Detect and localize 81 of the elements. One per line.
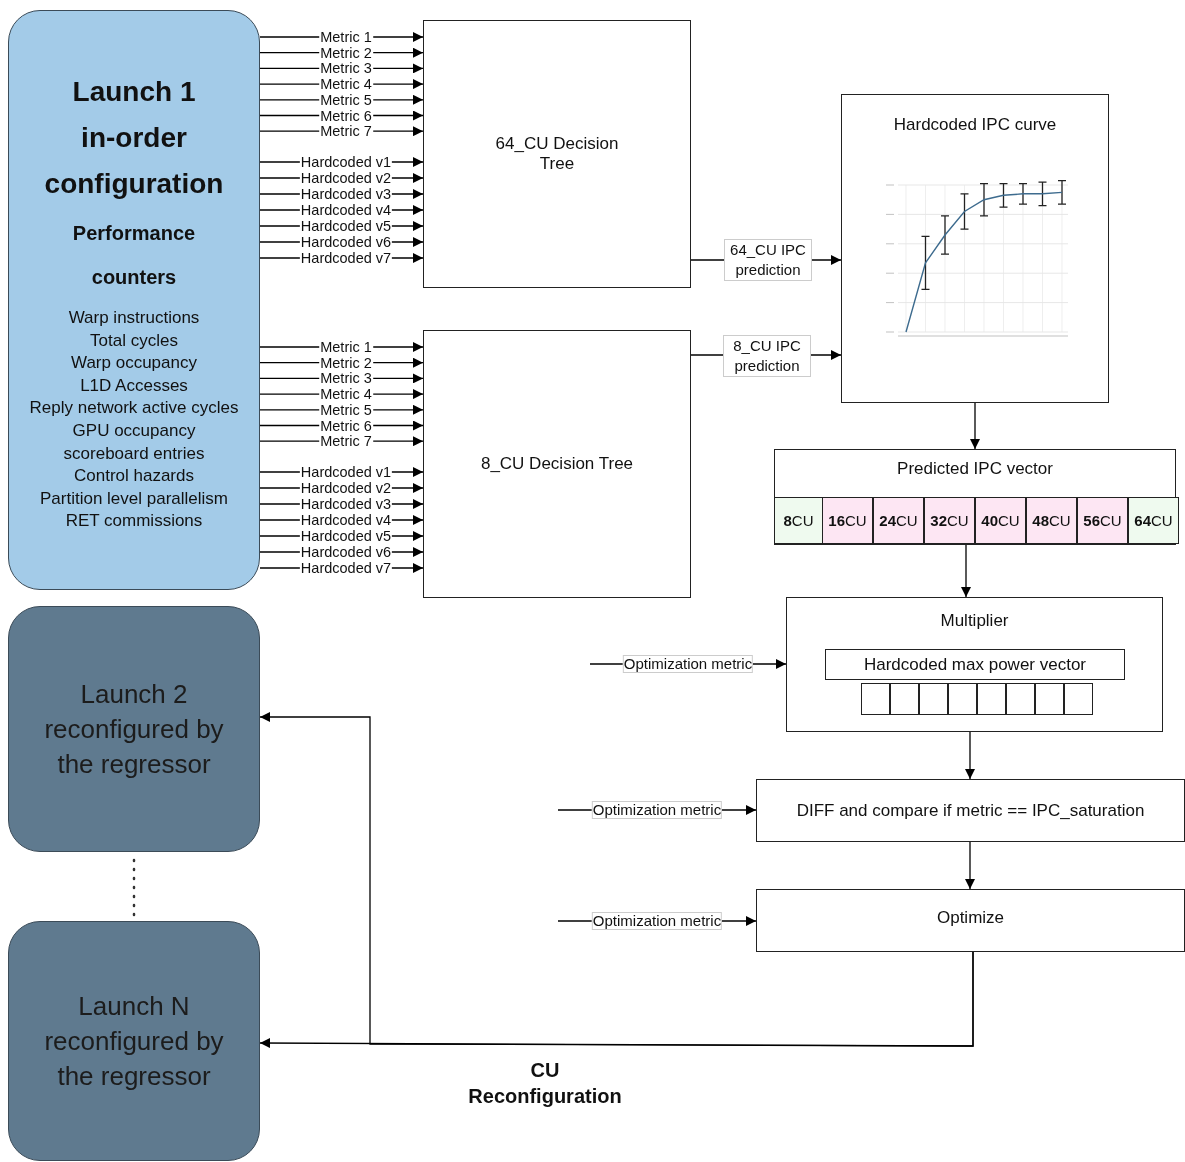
edge-label: Hardcoded v7: [299, 251, 393, 265]
vector-cell: 32CU: [924, 497, 975, 544]
list-item: Partition level parallelism: [40, 487, 228, 510]
edge-label: Metric 1: [319, 30, 373, 44]
arrow: [970, 402, 980, 450]
vector-cell: 56CU: [1077, 497, 1128, 544]
edge-label: Metric 7: [319, 124, 373, 139]
edge-label: Metric 3: [319, 371, 373, 386]
process-box: Optimize: [756, 889, 1185, 952]
edge-label: 8_CU IPC prediction: [723, 335, 811, 377]
vector-cell: [1006, 683, 1035, 715]
edge-label: Metric 3: [319, 61, 373, 76]
panel-title: Predicted IPC vector: [896, 459, 1054, 479]
edge-label: Metric 5: [319, 92, 373, 107]
edge-label: Hardcoded v6: [299, 235, 393, 249]
process-box: DIFF and compare if metric == IPC_saturation: [756, 779, 1185, 842]
edge-label: Metric 7: [319, 434, 373, 449]
vector-label-box: Hardcoded max power vector: [825, 649, 1125, 680]
edge-label: Hardcoded v2: [299, 171, 393, 185]
decision-tree-box: 8_CU Decision Tree: [423, 330, 691, 598]
launch-panel: Launch N reconfigured by the regressor: [8, 921, 260, 1161]
edge-label: Hardcoded v3: [299, 187, 393, 201]
vector-cell: 48CU: [1026, 497, 1077, 544]
edge-label: Metric 4: [319, 387, 373, 402]
edge-label: Metric 6: [319, 108, 373, 123]
edge-label: Metric 2: [319, 355, 373, 370]
edge-label: Hardcoded v1: [299, 155, 393, 169]
vector-cell: 24CU: [873, 497, 924, 544]
list-item: RET commissions: [65, 510, 203, 533]
edge-label: Hardcoded v3: [299, 497, 393, 511]
vector-cell: [977, 683, 1006, 715]
vector-cell: [1064, 683, 1093, 715]
chart-panel: [841, 94, 1109, 403]
panel-title: Hardcoded IPC curve: [892, 115, 1058, 135]
edge-label: Hardcoded v6: [299, 545, 393, 559]
vector-cell: [919, 683, 948, 715]
launch-panel: Launch 2 reconfigured by the regressor: [8, 606, 260, 852]
list-item: Warp occupancy: [71, 352, 197, 375]
list-item: L1D Accesses: [80, 374, 188, 397]
vector-cell: [1035, 683, 1064, 715]
edge-label: Hardcoded v7: [299, 561, 393, 575]
panel-title: Multiplier: [939, 611, 1010, 631]
edge-label: Hardcoded v4: [299, 513, 393, 527]
panel-heading: Launch 1 in-order configuration: [43, 75, 225, 201]
list-item: scoreboard entries: [63, 442, 205, 465]
vector-panel: [774, 449, 1176, 545]
arrow: [961, 543, 971, 598]
edge-label: Metric 6: [319, 418, 373, 433]
list-item: Warp instructions: [68, 307, 200, 329]
edge-label: Hardcoded v5: [299, 219, 393, 233]
multiplier-panel: [786, 597, 1163, 732]
vector-cell: [861, 683, 890, 715]
list-item: Total cycles: [90, 329, 178, 352]
list-item: Control hazards: [74, 465, 194, 488]
edge-label: Metric 2: [319, 45, 373, 60]
edge-label: Hardcoded v4: [299, 203, 393, 217]
edge-label: Hardcoded v2: [299, 481, 393, 495]
vector-cell: 8CU: [774, 497, 823, 544]
arrow: [965, 731, 975, 780]
launch-panel: [8, 10, 260, 590]
edge-label: Hardcoded v1: [299, 465, 393, 479]
vector-cell: 16CU: [822, 497, 873, 544]
list-item: Reply network active cycles: [29, 397, 239, 420]
arrow: [965, 841, 975, 890]
edge-label: Optimization metric: [591, 801, 723, 819]
list-item: GPU occupancy: [72, 419, 196, 442]
panel-subheading: Performance counters: [71, 221, 197, 290]
edge-label: Optimization metric: [622, 655, 754, 673]
edge-label: Metric 5: [319, 402, 373, 417]
vector-cell: 64CU: [1128, 497, 1179, 544]
edge-label: CU Reconfiguration: [467, 1058, 623, 1109]
arrow: [259, 712, 974, 1047]
edge-label: 64_CU IPC prediction: [724, 239, 812, 281]
edge-label: Optimization metric: [591, 912, 723, 930]
decision-tree-box: 64_CU Decision Tree: [423, 20, 691, 288]
vector-cell: 40CU: [975, 497, 1026, 544]
edge-label: Metric 1: [319, 340, 373, 354]
vector-cell: [948, 683, 977, 715]
edge-label: Metric 4: [319, 77, 373, 92]
edge-label: Hardcoded v5: [299, 529, 393, 543]
vector-cell: [890, 683, 919, 715]
